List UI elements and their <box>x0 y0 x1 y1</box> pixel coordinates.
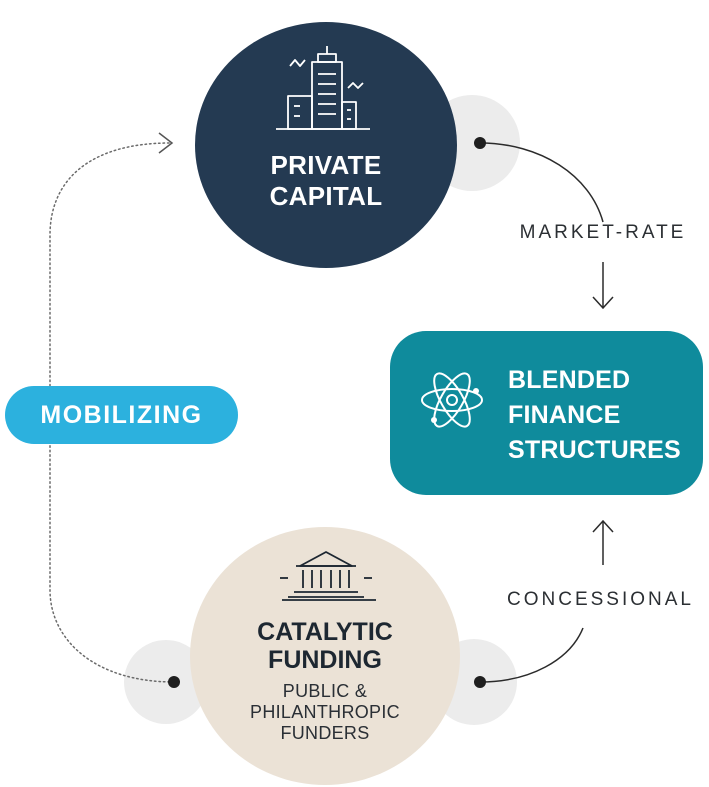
catalytic-subtitle-line3: FUNDERS <box>280 723 370 743</box>
private-capital-line1: PRIVATE <box>270 150 382 180</box>
institution-building-icon <box>280 551 376 601</box>
catalytic-subtitle-line2: PHILANTHROPIC <box>250 702 400 722</box>
atom-icon <box>421 372 483 428</box>
catalytic-left-halo <box>124 640 208 724</box>
catalytic-subtitle-line1: PUBLIC & <box>282 681 368 701</box>
mobilizing-arrowhead <box>158 132 174 154</box>
blended-finance-box <box>390 331 703 495</box>
mobilizing-pill <box>5 386 238 444</box>
concessional-arrowhead <box>592 519 614 533</box>
private-capital-label: PRIVATE CAPITAL <box>225 150 427 212</box>
private-capital-circle <box>195 22 457 268</box>
mobilizing-lower-path <box>49 443 175 683</box>
market-rate-connector <box>479 142 604 223</box>
private-capital-line2: CAPITAL <box>269 181 383 211</box>
market-rate-arrowhead <box>592 296 614 310</box>
catalytic-funding-subtitle: PUBLIC & PHILANTHROPIC FUNDERS <box>215 681 435 744</box>
blended-line1: BLENDED <box>508 366 631 394</box>
catalytic-funding-title: CATALYTIC FUNDING <box>215 618 435 674</box>
catalytic-funding-circle <box>190 527 460 785</box>
catalytic-title-line2: FUNDING <box>268 646 382 674</box>
market-rate-label: MARKET-RATE <box>519 222 687 243</box>
catalytic-title-line1: CATALYTIC <box>257 618 393 646</box>
mobilizing-dot <box>168 676 180 688</box>
concessional-label: CONCESSIONAL <box>507 589 694 610</box>
concessional-connector <box>479 627 584 683</box>
market-rate-dot <box>474 137 486 149</box>
blended-finance-label: BLENDED FINANCE STRUCTURES <box>508 363 708 468</box>
mobilizing-upper-path <box>49 142 171 387</box>
city-buildings-icon <box>276 46 370 130</box>
mobilizing-label: MOBILIZING <box>40 401 203 429</box>
blended-line2: FINANCE <box>508 401 621 429</box>
concessional-dot <box>474 676 486 688</box>
blended-line3: STRUCTURES <box>508 436 681 464</box>
